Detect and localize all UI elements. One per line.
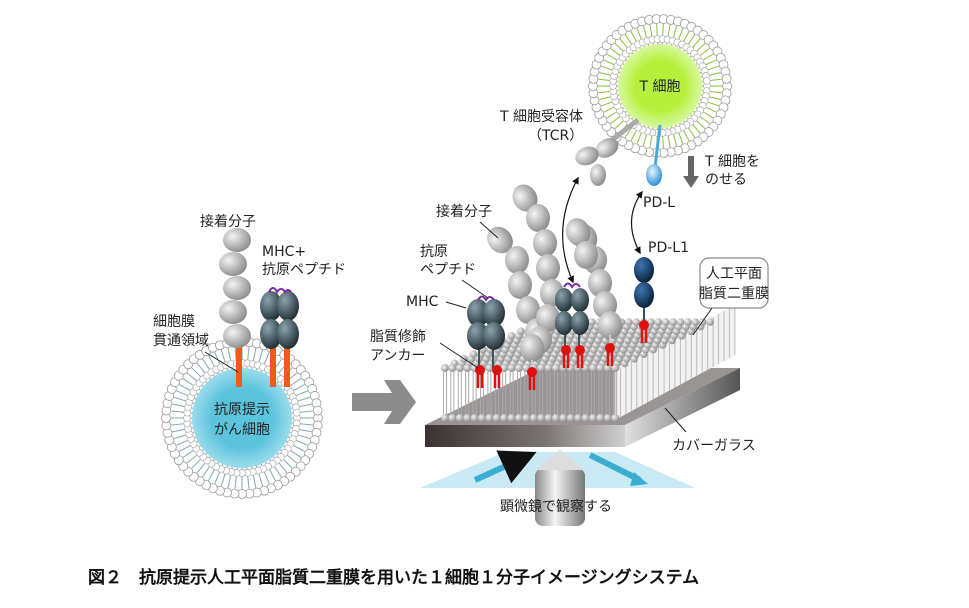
transition-arrow-icon [352,380,416,424]
lipid-anchor-icon [492,365,502,388]
peptide-icon [268,287,292,294]
t-cell-membrane [588,14,732,158]
left-adhesion-label: 接着分子 [200,213,256,230]
place-label-1: T 細胞を [704,154,760,170]
lipid-anchor-icon [605,343,615,366]
lipid-anchor-icon [475,365,485,388]
left-adhesion-molecule [219,228,251,387]
microscope-label: 顕微鏡で観察する [500,498,612,515]
pd1-pdl1-interaction-arrow-icon [630,190,643,255]
cancer-cell-label-1: 抗原提示 [214,402,270,418]
pd1-stalk [653,124,662,169]
mhc-label: MHC [406,294,439,310]
coverglass-leader-line [664,407,687,433]
mhc-molecule [555,282,589,355]
anchor-label-2: アンカー [370,348,425,364]
bilayer-label-1: 人工平面 [706,266,762,282]
lipid-anchor-icon [527,367,537,390]
peptide-icon [477,295,495,302]
place-label-2: のせる [705,172,747,188]
tm-label-2: 貫通領域 [153,332,209,349]
adhesion-molecule [520,334,544,362]
emission-arrow-icon [588,452,642,483]
tm-label-1: 細胞膜 [153,314,195,330]
lipid-anchor-icon [561,345,571,368]
anchor-label-1: 脂質修飾 [370,329,426,345]
cancer-cell-membrane [161,337,323,499]
cancer-cell-label-2: がん細胞 [214,422,270,438]
left-mhc-label-1: MHC+ [262,244,306,260]
pdl1-molecule [634,257,654,325]
right-adhesion-label: 接着分子 [436,203,492,220]
left-mhc-label-2: 抗原ペプチド [262,262,346,278]
objective-lens-icon [535,450,585,526]
cover-glass [425,368,740,447]
bilayer-callout-box [699,257,769,309]
peptide-label-1: 抗原 [420,244,448,260]
peptide-label-2: ペプチド [420,262,476,278]
cancer-cell: 抗原提示 がん細胞 [161,337,323,499]
tcr-label-2: （TCR） [528,128,583,144]
cancer-cell-body [192,368,292,468]
coverglass-label: カバーガラス [672,438,756,454]
lipid-anchor-icon [639,320,649,343]
excitation-arrow-icon [473,450,537,484]
peptide-icon [563,282,581,289]
pd1-molecule [646,164,662,186]
t-cell-label: T 細胞 [638,79,680,95]
left-mhc-peptide [260,287,299,387]
mhc-molecule [467,295,505,368]
lipid-anchor-icon [575,345,585,368]
bilayer-leader-line [692,307,713,336]
tm-leader-line [204,351,239,373]
pd1-label: PD-L [643,195,675,211]
t-cell-body [618,44,702,128]
tcr-label-1: T 細胞受容体 [499,108,583,125]
pdl1-label: PD-L1 [648,240,689,256]
t-cell: T 細胞 [575,14,732,186]
tcr-mhc-interaction-arrow-icon [562,176,579,284]
figure-caption: 図２ 抗原提示人工平面脂質二重膜を用いた１細胞１分子イメージングシステム [88,567,699,588]
bilayer-label-2: 脂質二重膜 [699,286,769,302]
tcr-molecule [575,138,619,186]
